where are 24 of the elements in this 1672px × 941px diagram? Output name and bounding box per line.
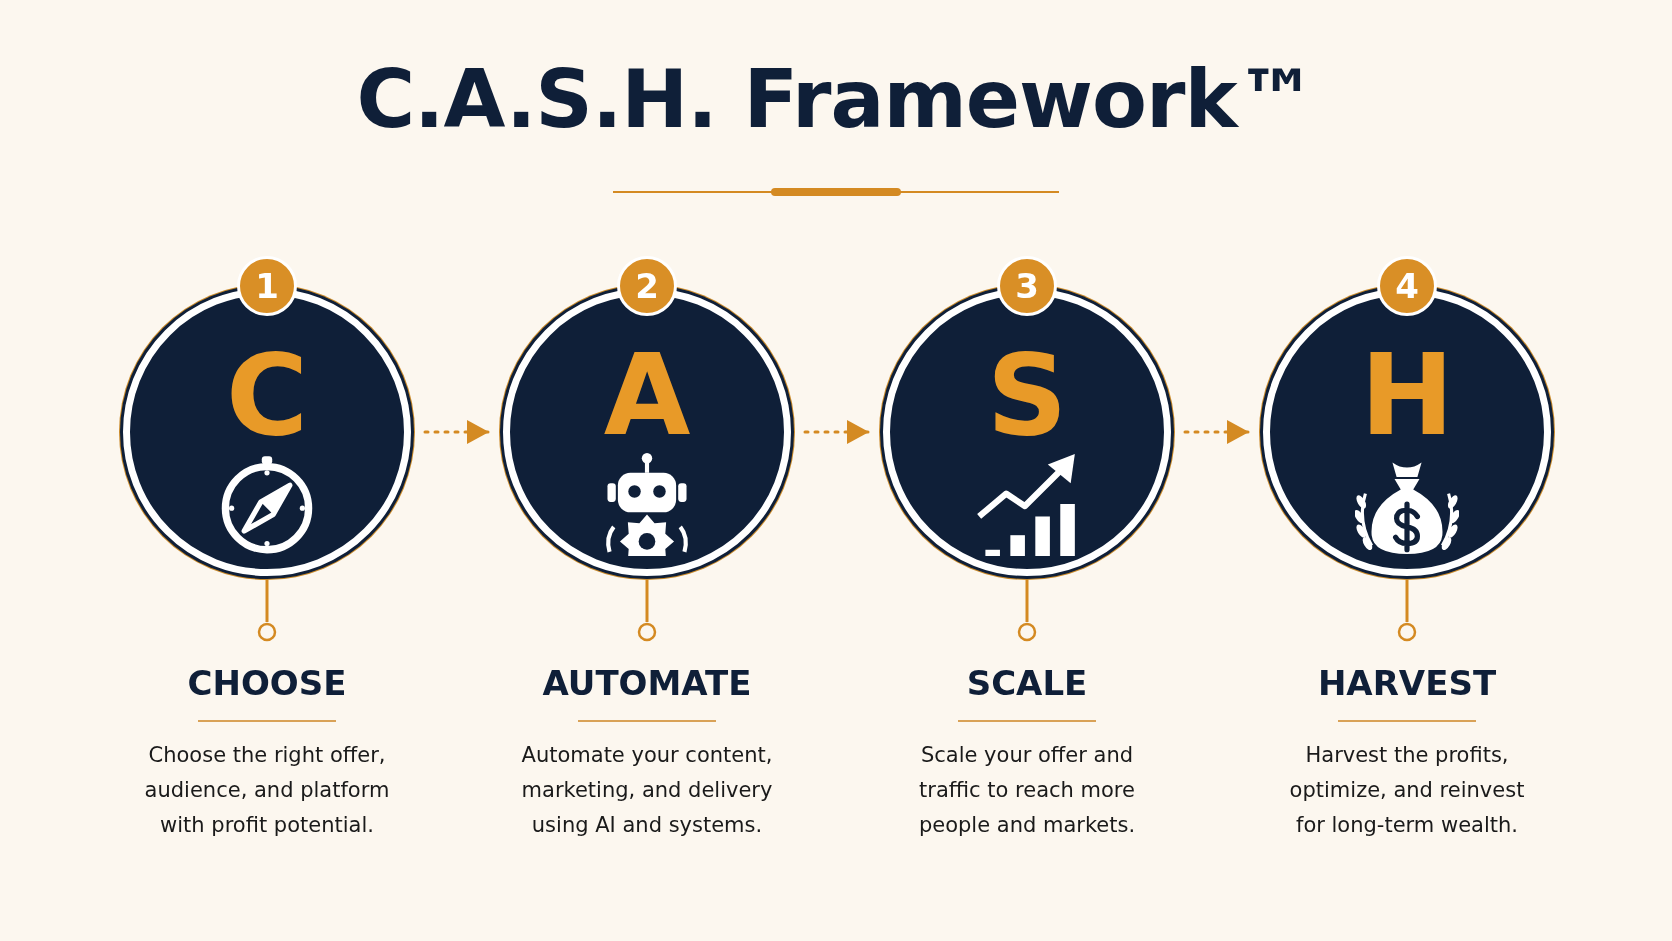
connector-line [1397, 580, 1417, 642]
title: C.A.S.H. Framework™ [355, 52, 1317, 148]
step-heading: SCALE [966, 662, 1088, 705]
step-heading: HARVEST [1317, 662, 1497, 705]
step-description: Harvest the profits, optimize, and reinvest for long-term wealth. [1288, 742, 1526, 839]
step-letter: S [985, 335, 1069, 455]
step-letter: A [602, 335, 692, 455]
connector-line [1017, 580, 1037, 642]
connector-line [637, 580, 657, 642]
number-badge: 4 [1377, 256, 1437, 316]
step-heading: CHOOSE [187, 662, 347, 705]
step-letter: H [1359, 335, 1455, 455]
number-badge: 3 [997, 256, 1057, 316]
connector-line [257, 580, 277, 642]
step-letter: C [224, 335, 310, 455]
step-description: Automate your content, marketing, and delivery using AI and systems. [520, 742, 774, 839]
dotted-arrow [803, 420, 871, 444]
number-badge: 1 [237, 256, 297, 316]
step-heading: AUTOMATE [542, 662, 752, 705]
dotted-arrow [1183, 420, 1251, 444]
number-badge: 2 [617, 256, 677, 316]
dotted-arrow [423, 420, 491, 444]
step-description: Choose the right offer, audience, and platform with profit potential. [143, 742, 391, 839]
step-description: Scale your offer and traffic to reach more people and markets. [917, 742, 1137, 839]
